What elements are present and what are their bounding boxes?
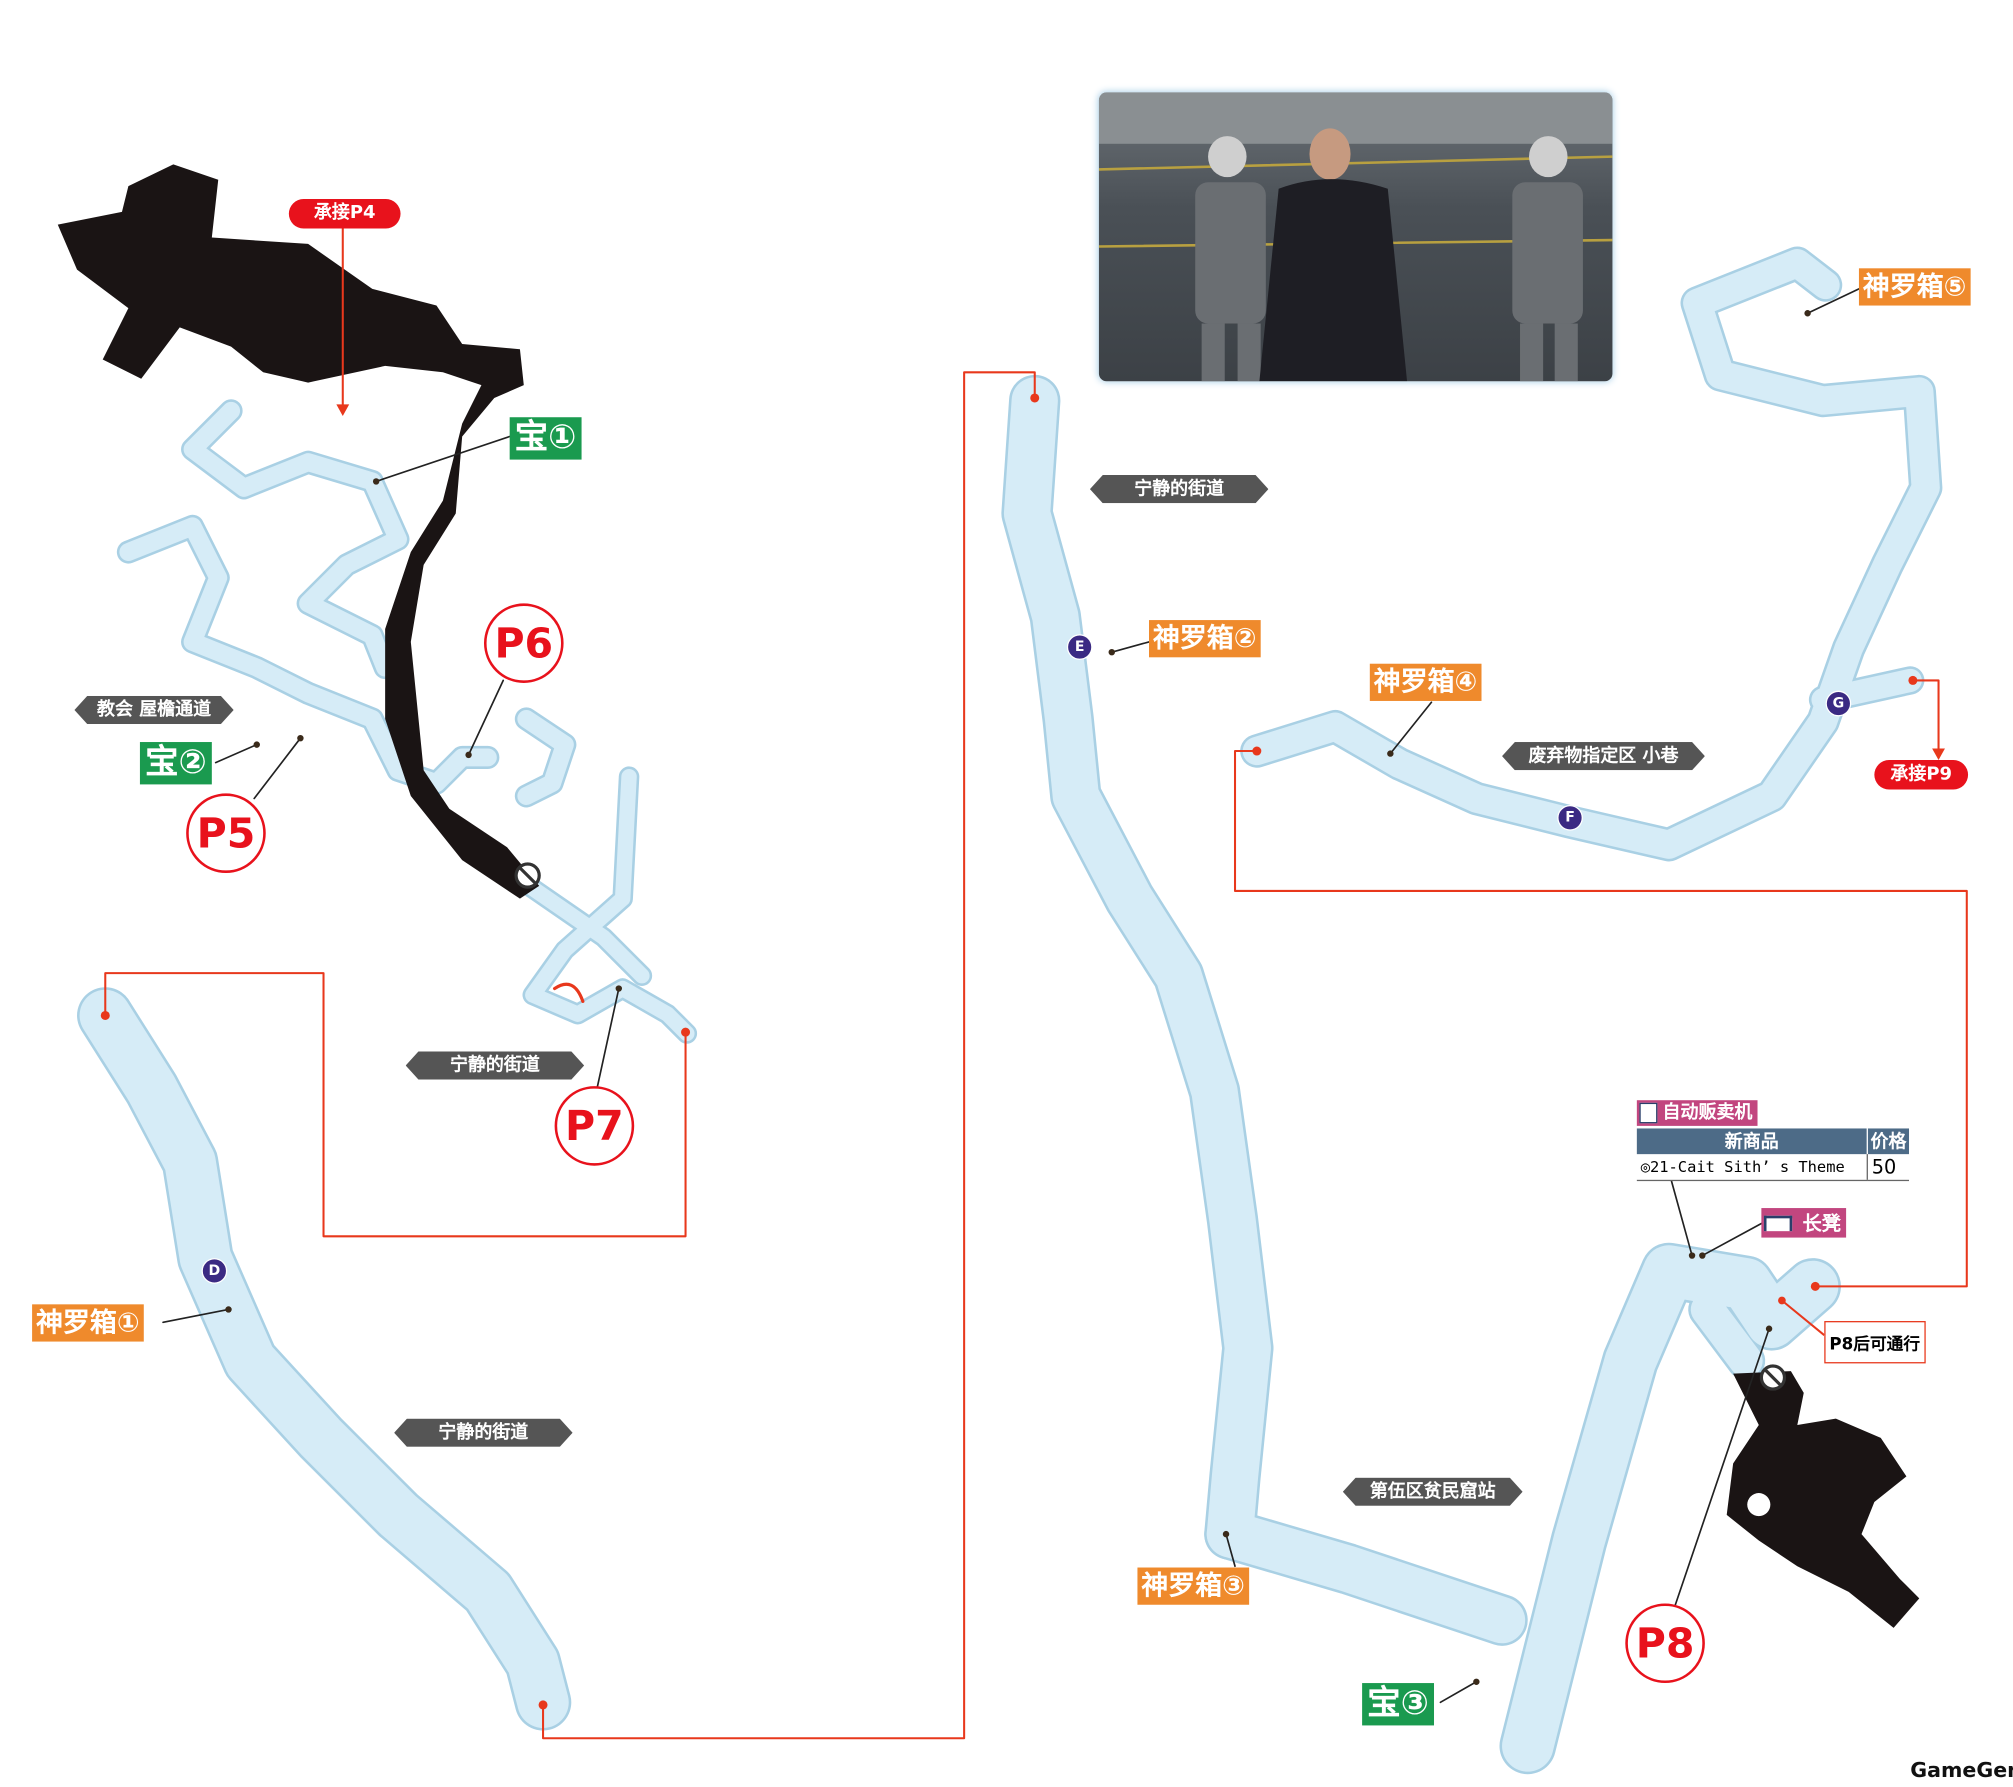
- shinra-box-5-label: 神罗箱⑤: [1858, 268, 1971, 306]
- marker-d: D: [201, 1258, 228, 1284]
- vending-machine-title: 自动贩卖机: [1636, 1100, 1758, 1126]
- shinra-box-1-label: 神罗箱①: [32, 1304, 144, 1342]
- watermark: GameGene: [1910, 1757, 2013, 1782]
- col-item-header: 新商品: [1636, 1128, 1868, 1155]
- shinra-box-3-label: 神罗箱③: [1137, 1567, 1249, 1605]
- marker-f: F: [1557, 804, 1583, 831]
- blocked-area-top-left: [57, 164, 540, 899]
- soldier-figure: [1195, 136, 1266, 382]
- shinra-box-4-label: 神罗箱④: [1369, 663, 1482, 701]
- area-label-quiet-street: 宁静的街道: [1090, 475, 1268, 503]
- leader-lines: [162, 288, 1860, 1704]
- blocked-area-bottom-right: [1726, 1371, 1920, 1628]
- blocked-hole: [1747, 1493, 1771, 1517]
- story-point-p5: P5: [186, 793, 266, 873]
- treasure-1-label: 宝①: [509, 417, 582, 460]
- music-disc-icon: ◎: [1640, 1157, 1650, 1176]
- no-entry-icon: [514, 862, 1787, 1391]
- bench-icon: [1763, 1215, 1793, 1231]
- area-label-waste-alley: 废弃物指定区 小巷: [1502, 742, 1705, 770]
- bench-text: 长凳: [1802, 1211, 1841, 1235]
- item-price: 50: [1866, 1154, 1910, 1182]
- route-lines: [104, 228, 1968, 1740]
- story-point-p6: P6: [483, 603, 564, 683]
- connect-to-p9-label: 承接P9: [1874, 760, 1969, 790]
- shinra-box-2-label: 神罗箱②: [1149, 620, 1261, 658]
- connect-from-p4-label: 承接P4: [288, 198, 401, 229]
- area-label-quiet-street: 宁静的街道: [406, 1051, 584, 1079]
- u-turn-arrow-icon: [552, 982, 585, 1003]
- story-point-p7: P7: [554, 1086, 635, 1166]
- soldier-figure: [1512, 136, 1583, 382]
- treasure-2-label: 宝②: [139, 742, 212, 785]
- scene-screenshot: [1098, 92, 1613, 382]
- marker-e: E: [1066, 634, 1093, 660]
- walkable-area: [79, 249, 1940, 1772]
- vending-table: 新商品价格 ◎21-Cait Sith’ s Theme 50: [1636, 1128, 1910, 1182]
- col-price-header: 价格: [1866, 1128, 1910, 1155]
- after-p8-note: P8后可通行: [1824, 1321, 1926, 1364]
- vending-machine-info: 自动贩卖机 新商品价格 ◎21-Cait Sith’ s Theme 50: [1636, 1100, 1910, 1182]
- vending-machine-icon: [1639, 1102, 1658, 1124]
- suited-man-figure: [1259, 128, 1408, 382]
- vending-title-text: 自动贩卖机: [1662, 1102, 1753, 1124]
- table-row: ◎21-Cait Sith’ s Theme 50: [1636, 1154, 1910, 1182]
- marker-g: G: [1825, 690, 1852, 717]
- area-label-church-eaves: 教会 屋檐通道: [74, 696, 233, 724]
- area-label-sector5-station: 第伍区贫民窟站: [1343, 1478, 1523, 1506]
- item-name: 21-Cait Sith’ s Theme: [1649, 1157, 1845, 1176]
- bench-label: 长凳: [1761, 1208, 1847, 1238]
- area-label-quiet-street: 宁静的街道: [394, 1419, 572, 1447]
- treasure-3-label: 宝③: [1362, 1683, 1435, 1726]
- story-point-p8: P8: [1625, 1603, 1705, 1684]
